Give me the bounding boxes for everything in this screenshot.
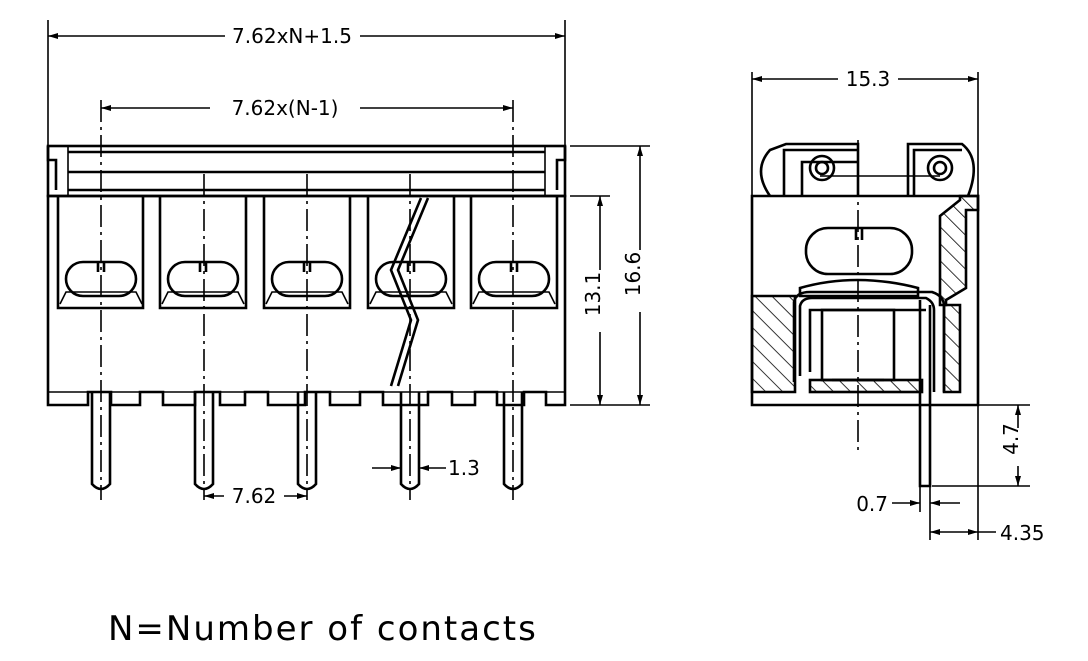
dim-total-height: 16.6 — [621, 252, 645, 297]
dim-pin-offset: 4.35 — [1000, 521, 1045, 545]
side-view: 15.3 4.7 0.7 4.35 — [750, 67, 1045, 545]
front-view: 7.62xN+1.5 7.62x(N-1) 13.1 16.6 7.62 1.3 — [46, 20, 650, 508]
dim-overall-width: 7.62xN+1.5 — [232, 24, 352, 48]
dim-pin-thickness: 0.7 — [856, 492, 888, 516]
dim-pitch: 7.62 — [232, 484, 277, 508]
contacts-note: N=Number of contacts — [108, 609, 538, 649]
break-line — [396, 197, 430, 387]
break-line — [389, 197, 423, 387]
side-clamp-cage — [792, 290, 946, 392]
screw-head — [472, 260, 556, 305]
screw-head — [161, 260, 245, 305]
dim-pitch-span: 7.62x(N-1) — [232, 96, 339, 120]
side-pin — [918, 300, 932, 488]
screw-head — [369, 260, 453, 305]
dim-pin-width: 1.3 — [448, 456, 480, 480]
dim-body-height: 13.1 — [581, 272, 605, 317]
side-top-clamp — [759, 142, 860, 197]
dim-pin-length: 4.7 — [999, 423, 1023, 455]
dim-side-width: 15.3 — [846, 67, 891, 91]
